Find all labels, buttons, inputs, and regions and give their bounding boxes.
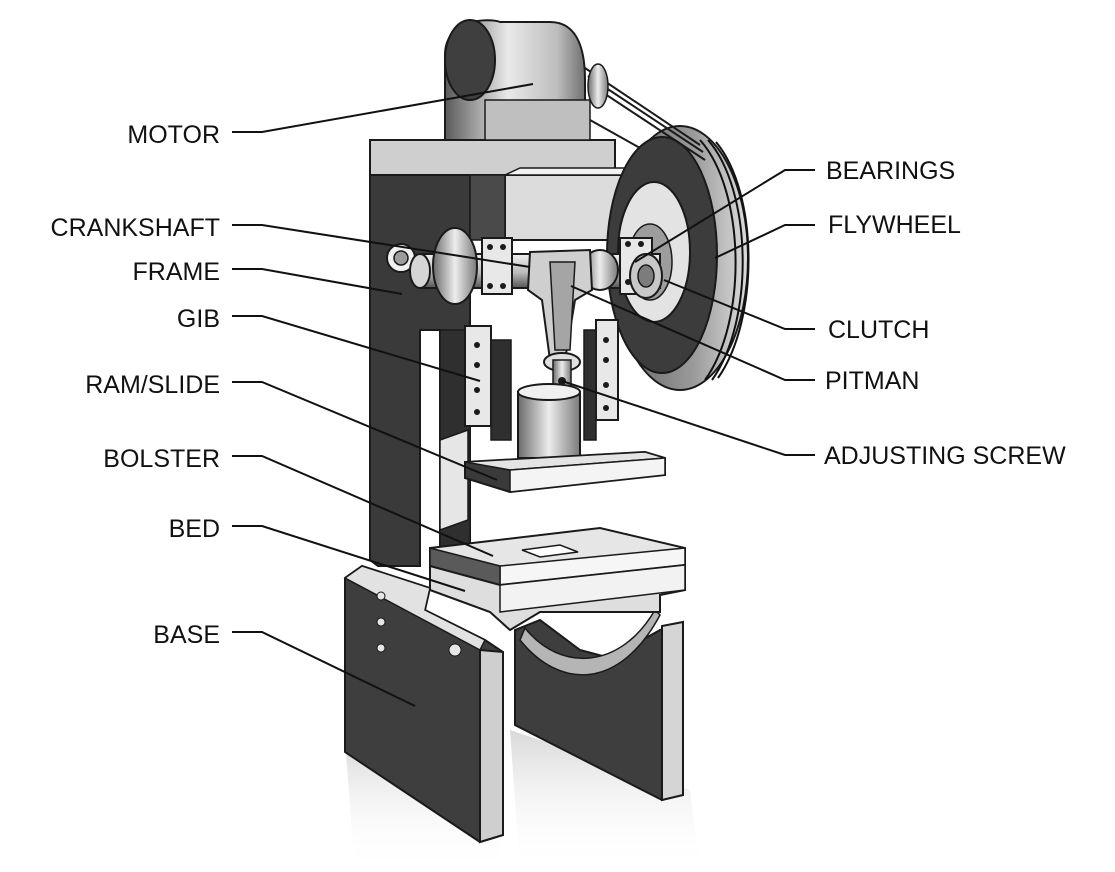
label-flywheel: FLYWHEEL [828, 211, 961, 239]
leader-base [232, 631, 416, 707]
base [343, 564, 684, 844]
pitman [526, 248, 594, 372]
leader-adjusting-screw [561, 380, 815, 456]
gibs [464, 319, 619, 441]
leader-clutch [663, 279, 815, 330]
leader-bolster [232, 455, 494, 557]
leader-bed [232, 525, 466, 592]
leader-bearings [634, 169, 815, 263]
label-bolster: BOLSTER [103, 445, 220, 473]
leader-lines [232, 83, 815, 707]
label-clutch: CLUTCH [828, 316, 929, 344]
labels: MOTOR CRANKSHAFT FRAME GIB RAM/SLIDE BOL… [51, 121, 1067, 649]
label-pitman: PITMAN [825, 367, 919, 395]
motor [444, 19, 609, 141]
leader-pitman [570, 285, 815, 381]
bolster [429, 526, 686, 587]
label-ram-slide: RAM/SLIDE [85, 371, 220, 399]
leader-motor [232, 83, 534, 133]
leader-frame [232, 268, 403, 295]
leader-gib [232, 315, 481, 382]
bed [429, 563, 686, 632]
leader-crankshaft [232, 224, 531, 268]
clutch [629, 253, 663, 299]
label-base: BASE [153, 621, 220, 649]
ram-slide [464, 383, 666, 494]
leader-ram-slide [232, 381, 498, 481]
label-frame: FRAME [133, 258, 221, 286]
label-crankshaft: CRANKSHAFT [51, 214, 220, 242]
label-adjusting-screw: ADJUSTING SCREW [824, 442, 1066, 470]
label-motor: MOTOR [127, 121, 220, 149]
leader-flywheel [714, 224, 815, 259]
label-bearings: BEARINGS [826, 157, 955, 185]
label-bed: BED [169, 515, 220, 543]
label-gib: GIB [177, 305, 220, 333]
